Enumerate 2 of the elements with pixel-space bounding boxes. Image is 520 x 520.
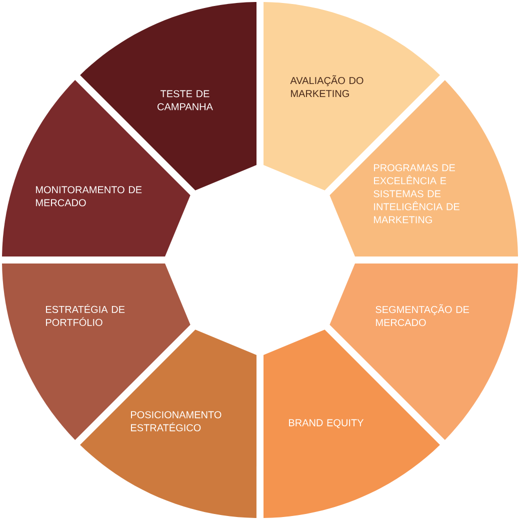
ring-segment: BRAND EQUITY	[264, 330, 440, 518]
ring-segment: POSICIONAMENTO ESTRATÉGICO	[80, 330, 256, 518]
